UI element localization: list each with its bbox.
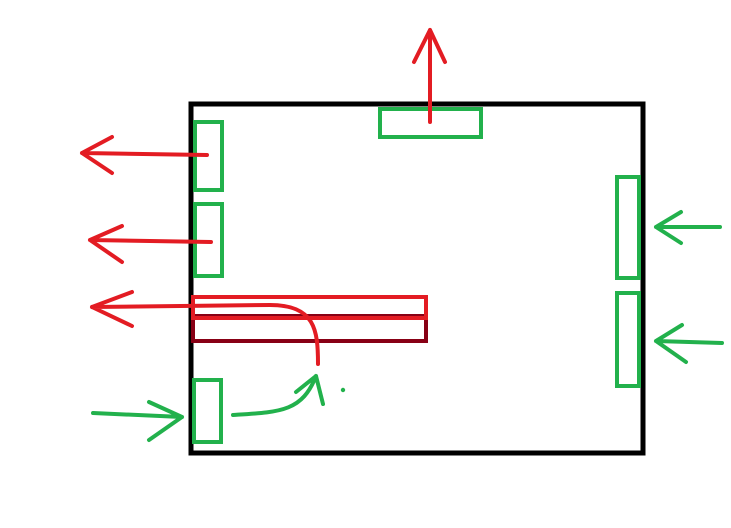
left-middle-outflow-arrow: [88, 224, 213, 264]
bottom-left-inflow-arrow: [91, 400, 184, 442]
right-upper-inflow-arrow: [654, 210, 722, 245]
duct-outflow-arrow: [90, 290, 320, 366]
left-upper-outflow-arrow: [80, 135, 209, 175]
internal-inflow-curve-arrow: [231, 374, 325, 417]
right-vent-upper: [615, 175, 641, 280]
green-dot: [340, 387, 346, 393]
top-outflow-arrow: [412, 28, 447, 124]
right-lower-inflow-arrow: [654, 323, 724, 364]
right-vent-lower: [615, 291, 641, 388]
bottom-left-vent: [192, 378, 223, 444]
room-outline: [188, 101, 646, 456]
